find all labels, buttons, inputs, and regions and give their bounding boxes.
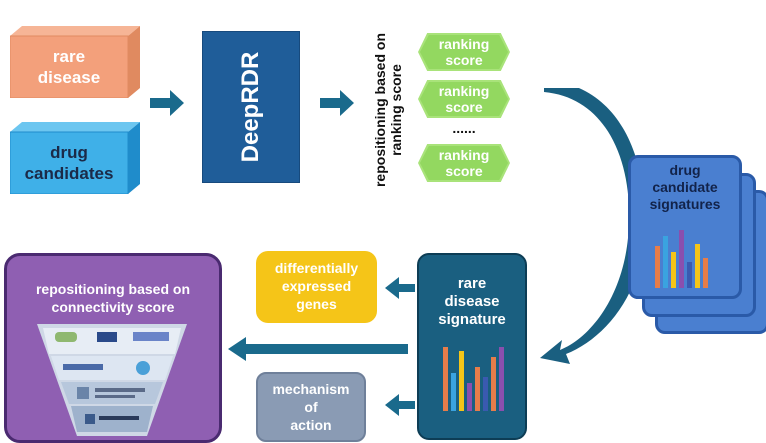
arrow-to-ranking xyxy=(320,90,354,116)
rare-disease-box: rare disease xyxy=(10,26,140,98)
deg-box: differentially expressed genes xyxy=(256,251,377,323)
rare-disease-label: rare disease xyxy=(37,47,101,87)
ranking-score-1: ranking score xyxy=(418,33,510,71)
drug-candidates-label: drug candidates xyxy=(24,143,114,183)
arrow-to-model xyxy=(150,90,184,116)
arrow-to-moa xyxy=(385,394,415,416)
drug-candidates-cube-shape xyxy=(10,122,140,194)
moa-box: mechanism of action xyxy=(256,372,366,442)
ranking-score-3: ranking score xyxy=(418,144,510,182)
connectivity-panel: repositioning based on connectivity scor… xyxy=(4,253,222,443)
deeprdr-label: DeepRDR xyxy=(237,51,264,163)
drug-candidates-box: drug candidates xyxy=(10,122,140,194)
signature-card-front: drug candidate signatures xyxy=(628,155,742,299)
arrow-to-deg xyxy=(385,277,415,299)
deg-label: differentially expressed genes xyxy=(274,260,359,312)
rare-disease-signature-box: rare disease signature xyxy=(417,253,527,440)
rare-signature-label: rare disease signature xyxy=(438,275,506,328)
moa-label: mechanism of action xyxy=(272,381,350,433)
deeprdr-model-box: DeepRDR xyxy=(202,31,300,183)
connectivity-title: repositioning based on connectivity scor… xyxy=(35,281,190,315)
ranking-side-label: repositioning based on ranking score xyxy=(372,33,404,188)
ranking-score-2: ranking score xyxy=(418,80,510,118)
connectivity-funnel-graphic xyxy=(37,324,187,436)
arrow-to-connectivity xyxy=(228,337,408,361)
drug-signature-bars xyxy=(655,228,715,288)
ranking-ellipsis: ...... xyxy=(452,120,476,136)
drug-signatures-label: drug candidate signatures xyxy=(649,162,721,212)
rare-disease-cube-shape xyxy=(10,26,140,98)
curved-arrow xyxy=(540,88,645,364)
rare-signature-bars xyxy=(443,345,505,411)
